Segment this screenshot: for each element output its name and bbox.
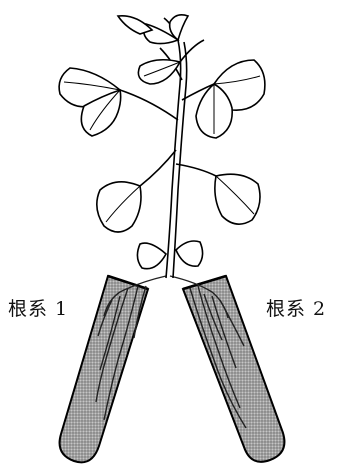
root-system-2-label: 根系 2 [266,298,327,320]
roots-right [169,275,247,429]
leaves [58,14,266,270]
leaf-veins [63,61,261,223]
stem [119,17,217,279]
root-system-1-label: 根系 1 [8,298,69,320]
roots-left [95,275,167,421]
